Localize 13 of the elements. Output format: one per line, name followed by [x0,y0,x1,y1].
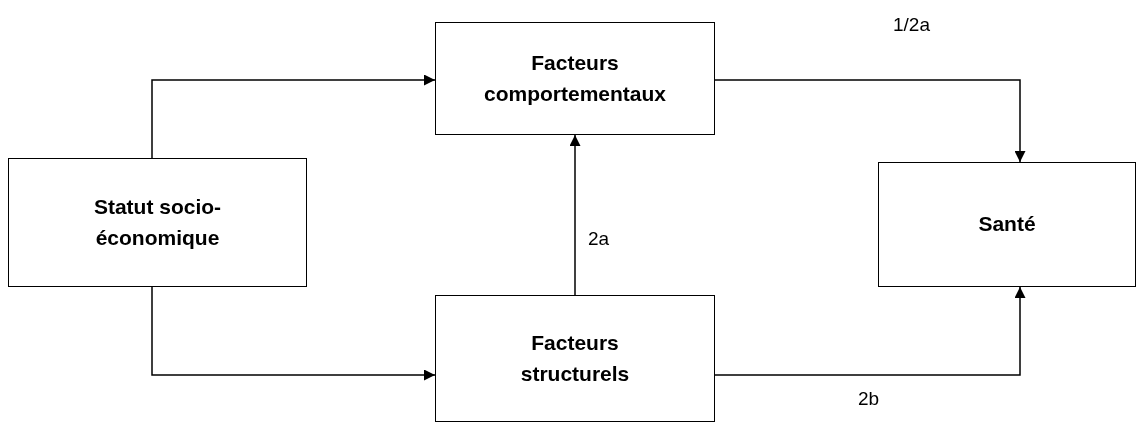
arrow [151,74,436,159]
arrow [714,286,1026,376]
box-label: Santé [978,211,1036,238]
box-label: Facteurs structurels [519,330,631,387]
arrow [569,134,581,296]
process-box [8,158,307,287]
box-label: Statut socio-économique [92,194,223,251]
box-label: Facteurs comportementaux [482,50,667,107]
process-box [435,295,715,422]
arrow [151,286,436,381]
arrow [714,79,1026,163]
process-box [878,162,1136,287]
process-box [435,22,715,135]
